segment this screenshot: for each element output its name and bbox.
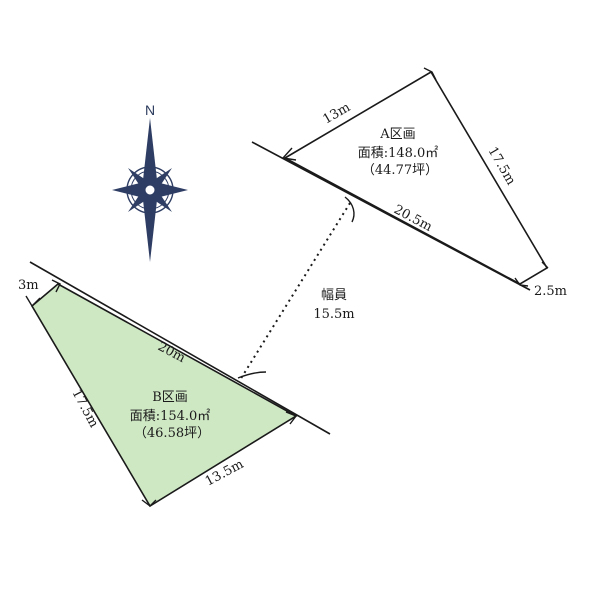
lot-a-name: A区画 xyxy=(379,127,415,142)
lot-a-side-bottom: 20.5m xyxy=(391,202,434,235)
lot-a-corner-cut: 2.5m xyxy=(534,284,567,299)
compass-rose-icon xyxy=(112,118,188,262)
lot-b-corner-cut: 3m xyxy=(18,278,39,293)
lot-b-name: B区画 xyxy=(152,390,188,405)
lot-b-tsubo: （46.58坪） xyxy=(134,426,210,441)
lot-a-area: 面積:148.0㎡ xyxy=(358,146,439,161)
road-boundary-upper xyxy=(251,141,531,291)
lot-b-area: 面積:154.0㎡ xyxy=(130,409,211,424)
lot-a-polygon xyxy=(283,70,549,285)
north-label: N xyxy=(145,102,155,118)
road-label: 幅員 xyxy=(321,288,347,303)
lot-a-side-top: 13m xyxy=(321,100,354,127)
dimension-marks xyxy=(25,67,549,507)
lot-a-tsubo: （44.77坪） xyxy=(362,163,438,178)
road-boundary-lower xyxy=(29,261,331,435)
road-width-value: 15.5m xyxy=(313,307,354,322)
lot-a-side-right: 17.5m xyxy=(485,145,519,188)
